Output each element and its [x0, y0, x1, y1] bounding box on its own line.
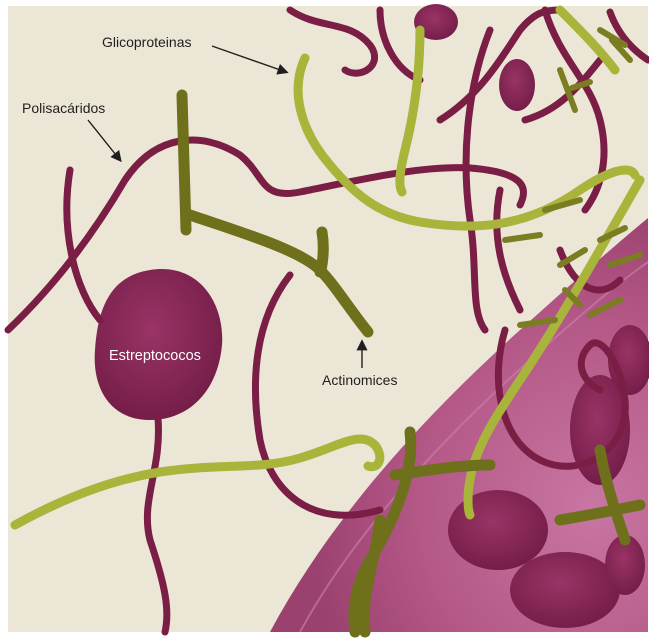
- streptococci-label: Estreptococos: [109, 348, 201, 364]
- actinomyces-label: Actinomices: [322, 372, 397, 388]
- glycoproteins-label: Glicoproteinas: [102, 34, 192, 50]
- polysaccharides-label: Polisacáridos: [22, 100, 105, 116]
